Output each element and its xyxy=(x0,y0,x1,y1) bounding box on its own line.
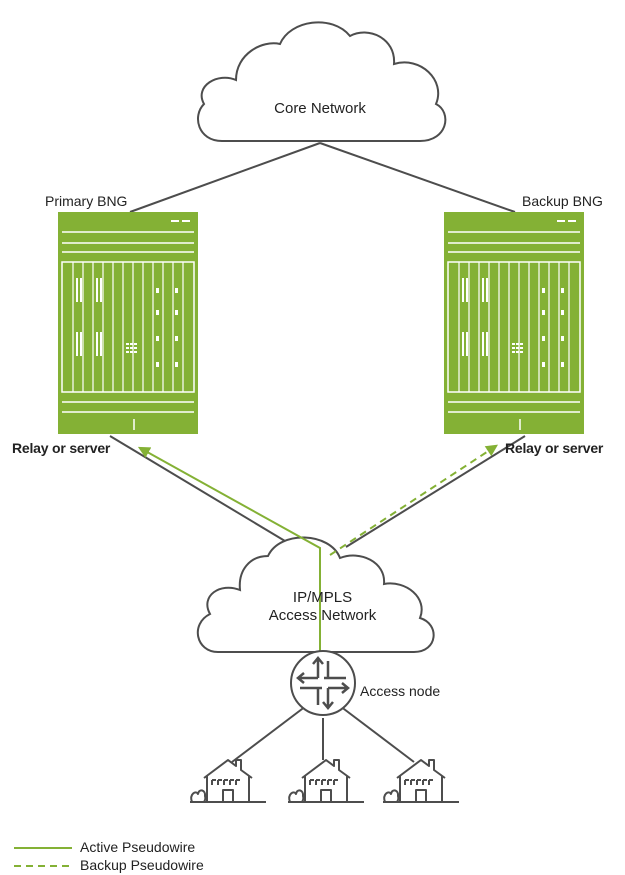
backup-bng-icon xyxy=(443,211,585,435)
backup-pseudowire-line xyxy=(329,444,499,556)
access-network-label-line2: Access Network xyxy=(268,607,377,624)
primary-to-access-link xyxy=(109,435,296,548)
access-to-home-right-link xyxy=(339,705,415,763)
access-network-cloud-icon xyxy=(196,536,435,653)
backup-bng-label: Backup BNG xyxy=(522,193,603,209)
core-network-cloud-icon xyxy=(197,21,447,142)
relay-server-left-label: Relay or server xyxy=(12,440,111,456)
home-left-icon xyxy=(189,759,267,803)
home-center-icon xyxy=(287,759,365,803)
primary-bng-label: Primary BNG xyxy=(45,193,128,209)
core-network-label: Core Network xyxy=(274,100,366,117)
backup-to-access-link xyxy=(345,435,526,548)
access-to-home-left-link xyxy=(231,705,307,763)
home-right-icon xyxy=(382,759,460,803)
legend-backup-label: Backup Pseudowire xyxy=(80,857,204,873)
core-to-backup-link xyxy=(319,142,516,213)
access-node-label: Access node xyxy=(360,683,441,699)
active-pseudowire-line xyxy=(137,446,321,655)
relay-server-right-label: Relay or server xyxy=(505,440,604,456)
primary-bng-icon xyxy=(57,211,199,435)
access-network-label-line1: IP/MPLS xyxy=(292,589,353,606)
core-to-primary-link xyxy=(129,142,321,213)
access-node-router-icon xyxy=(290,650,356,716)
legend-active-label: Active Pseudowire xyxy=(80,839,196,855)
